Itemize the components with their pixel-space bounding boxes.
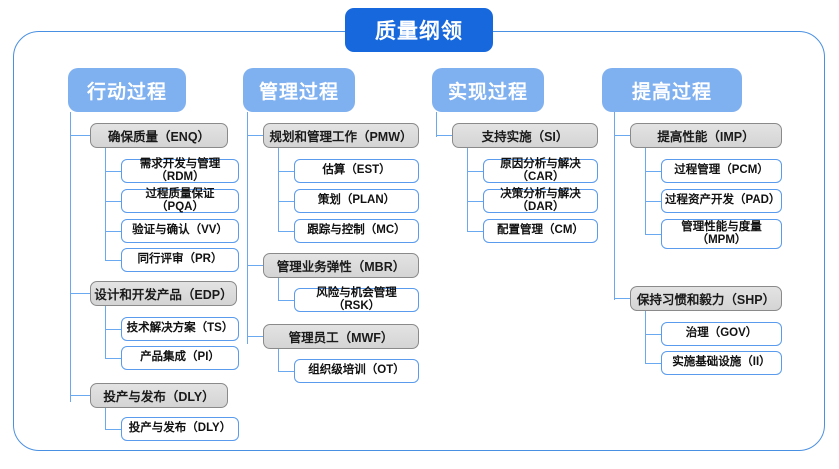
group-box-mwf[interactable]: 管理员工（MWF） xyxy=(263,324,419,349)
connector-branch-c3-g1 xyxy=(436,135,452,137)
connector-leaf-pr xyxy=(105,260,121,262)
category-head-improvement-process[interactable]: 提高过程 xyxy=(602,68,742,112)
connector-branch-c1-g3 xyxy=(70,395,90,397)
leaf-box-dar[interactable]: 决策分析与解决（DAR） xyxy=(483,188,598,213)
group-box-shp[interactable]: 保持习惯和毅力（SHP） xyxy=(630,286,782,311)
connector-branch-c2-g1 xyxy=(247,135,263,137)
connector-leaf-dly xyxy=(105,429,121,431)
connector-branch-c4-g1 xyxy=(614,135,630,137)
leaf-box-pr[interactable]: 同行评审（PR） xyxy=(121,248,239,272)
connector-leaf-car xyxy=(467,171,483,173)
group-box-edp[interactable]: 设计和开发产品（EDP） xyxy=(90,281,237,306)
leaf-box-rdm[interactable]: 需求开发与管理（RDM） xyxy=(121,158,239,183)
leaf-box-pi[interactable]: 产品集成（PI） xyxy=(121,346,239,370)
group-box-imp[interactable]: 提高性能（IMP） xyxy=(630,123,782,148)
connector-subtrunk-si xyxy=(467,148,469,232)
connector-branch-c4-g2 xyxy=(614,298,630,300)
leaf-box-pqa[interactable]: 过程质量保证（PQA） xyxy=(121,188,239,213)
group-box-mbr[interactable]: 管理业务弹性（MBR） xyxy=(263,253,419,278)
group-box-enq[interactable]: 确保质量（ENQ） xyxy=(90,123,228,148)
leaf-box-vv[interactable]: 验证与确认（VV） xyxy=(121,219,239,243)
connector-leaf-rdm xyxy=(105,171,121,173)
connector-leaf-mc xyxy=(278,231,294,233)
connector-subtrunk-dly xyxy=(105,408,107,430)
leaf-box-rsk[interactable]: 风险与机会管理（RSK） xyxy=(294,287,419,312)
leaf-box-dly[interactable]: 投产与发布（DLY） xyxy=(121,417,239,441)
connector-leaf-gov xyxy=(645,334,661,336)
connector-branch-c1-g1 xyxy=(70,135,90,137)
connector-subtrunk-imp xyxy=(645,148,647,235)
leaf-box-plan[interactable]: 策划（PLAN） xyxy=(294,189,419,213)
leaf-box-gov[interactable]: 治理（GOV） xyxy=(661,322,782,346)
connector-leaf-est xyxy=(278,171,294,173)
group-box-pmw[interactable]: 规划和管理工作（PMW） xyxy=(263,123,419,148)
group-box-dly[interactable]: 投产与发布（DLY） xyxy=(90,383,228,408)
connector-leaf-vv xyxy=(105,231,121,233)
leaf-box-mc[interactable]: 跟踪与控制（MC） xyxy=(294,219,419,243)
connector-leaf-pcm xyxy=(645,171,661,173)
connector-subtrunk-pmw xyxy=(278,148,280,232)
connector-subtrunk-enq xyxy=(105,148,107,260)
connector-trunk-c2 xyxy=(247,112,249,344)
connector-leaf-mpm xyxy=(645,234,661,236)
connector-subtrunk-shp xyxy=(645,311,647,364)
leaf-box-mpm[interactable]: 管理性能与度量（MPM） xyxy=(661,219,782,249)
connector-leaf-pi xyxy=(105,358,121,360)
leaf-box-est[interactable]: 估算（EST） xyxy=(294,159,419,183)
category-head-management-process[interactable]: 管理过程 xyxy=(243,68,355,112)
category-head-realization-process[interactable]: 实现过程 xyxy=(432,68,544,112)
category-head-action-process[interactable]: 行动过程 xyxy=(68,68,186,112)
leaf-box-pcm[interactable]: 过程管理（PCM） xyxy=(661,159,782,183)
connector-branch-c1-g2 xyxy=(70,293,90,295)
connector-leaf-ts xyxy=(105,329,121,331)
connector-subtrunk-mbr xyxy=(278,278,280,301)
leaf-box-ts[interactable]: 技术解决方案（TS） xyxy=(121,317,239,341)
connector-leaf-ii xyxy=(645,363,661,365)
connector-leaf-rsk xyxy=(278,300,294,302)
connector-branch-c2-g3 xyxy=(247,336,263,338)
connector-trunk-c3 xyxy=(436,112,438,137)
leaf-box-ot[interactable]: 组织级培训（OT） xyxy=(294,359,419,383)
leaf-box-ii[interactable]: 实施基础设施（II） xyxy=(661,351,782,375)
connector-branch-c2-g2 xyxy=(247,265,263,267)
root-node-quality-program[interactable]: 质量纲领 xyxy=(345,8,493,52)
connector-trunk-c1 xyxy=(70,112,72,402)
connector-leaf-cm xyxy=(467,231,483,233)
connector-subtrunk-mwf xyxy=(278,349,280,372)
connector-leaf-dar xyxy=(467,201,483,203)
connector-leaf-ot xyxy=(278,371,294,373)
leaf-box-cm[interactable]: 配置管理（CM） xyxy=(483,219,598,243)
group-box-si[interactable]: 支持实施（SI） xyxy=(452,123,598,148)
leaf-box-car[interactable]: 原因分析与解决（CAR） xyxy=(483,158,598,183)
connector-trunk-c4 xyxy=(614,112,616,300)
connector-subtrunk-edp xyxy=(105,306,107,359)
connector-leaf-pqa xyxy=(105,201,121,203)
connector-leaf-pad xyxy=(645,201,661,203)
connector-leaf-plan xyxy=(278,201,294,203)
leaf-box-pad[interactable]: 过程资产开发（PAD） xyxy=(661,189,782,213)
